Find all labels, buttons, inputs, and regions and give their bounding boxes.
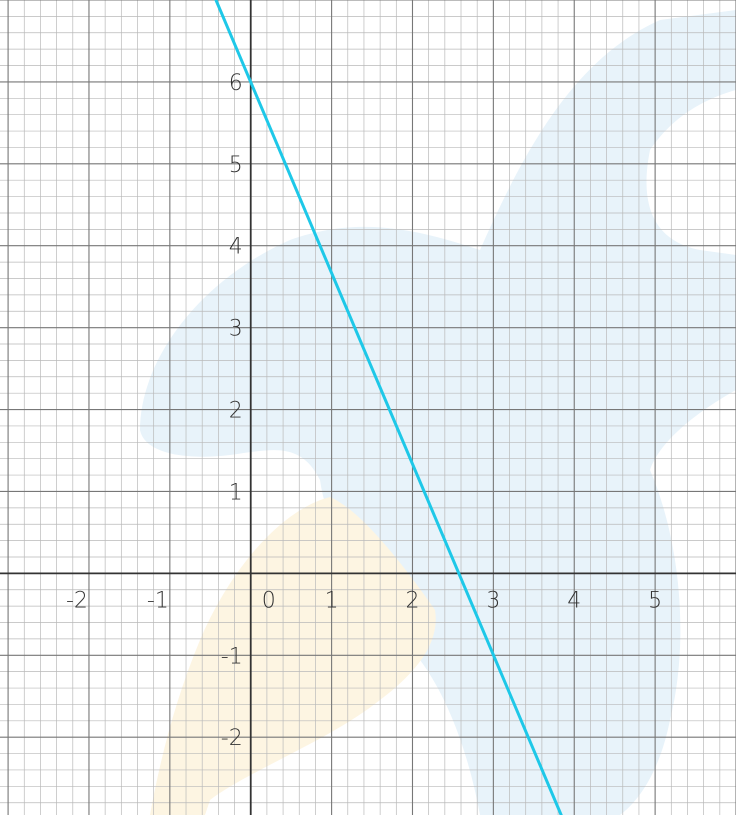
x-tick-label: -1	[147, 588, 169, 613]
series-line-0	[214, 0, 563, 815]
y-tick-label: 6	[229, 71, 243, 96]
y-tick-label: -2	[221, 726, 243, 751]
y-tick-label: 3	[229, 317, 243, 342]
x-tick-label: 2	[405, 588, 419, 613]
y-tick-label: 2	[229, 399, 243, 424]
x-tick-label: 1	[325, 588, 339, 613]
y-tick-label: 1	[229, 480, 243, 505]
tick-labels: -2 -1 0 1 2 3 4 5 -2 -1 1 2 3 4 5 6	[66, 71, 662, 751]
x-tick-label: 0	[262, 588, 276, 613]
background-decoration	[140, 10, 736, 815]
x-tick-label: 5	[648, 588, 662, 613]
x-tick-label: 3	[486, 588, 500, 613]
y-tick-label: 4	[229, 235, 243, 260]
y-tick-label: 5	[229, 153, 243, 178]
background-blue-shape	[140, 10, 736, 815]
x-tick-label: -2	[66, 588, 88, 613]
series-layer	[214, 0, 563, 815]
background-orange-shape	[150, 497, 436, 815]
x-tick-label: 4	[567, 588, 581, 613]
y-tick-label: -1	[221, 644, 243, 669]
